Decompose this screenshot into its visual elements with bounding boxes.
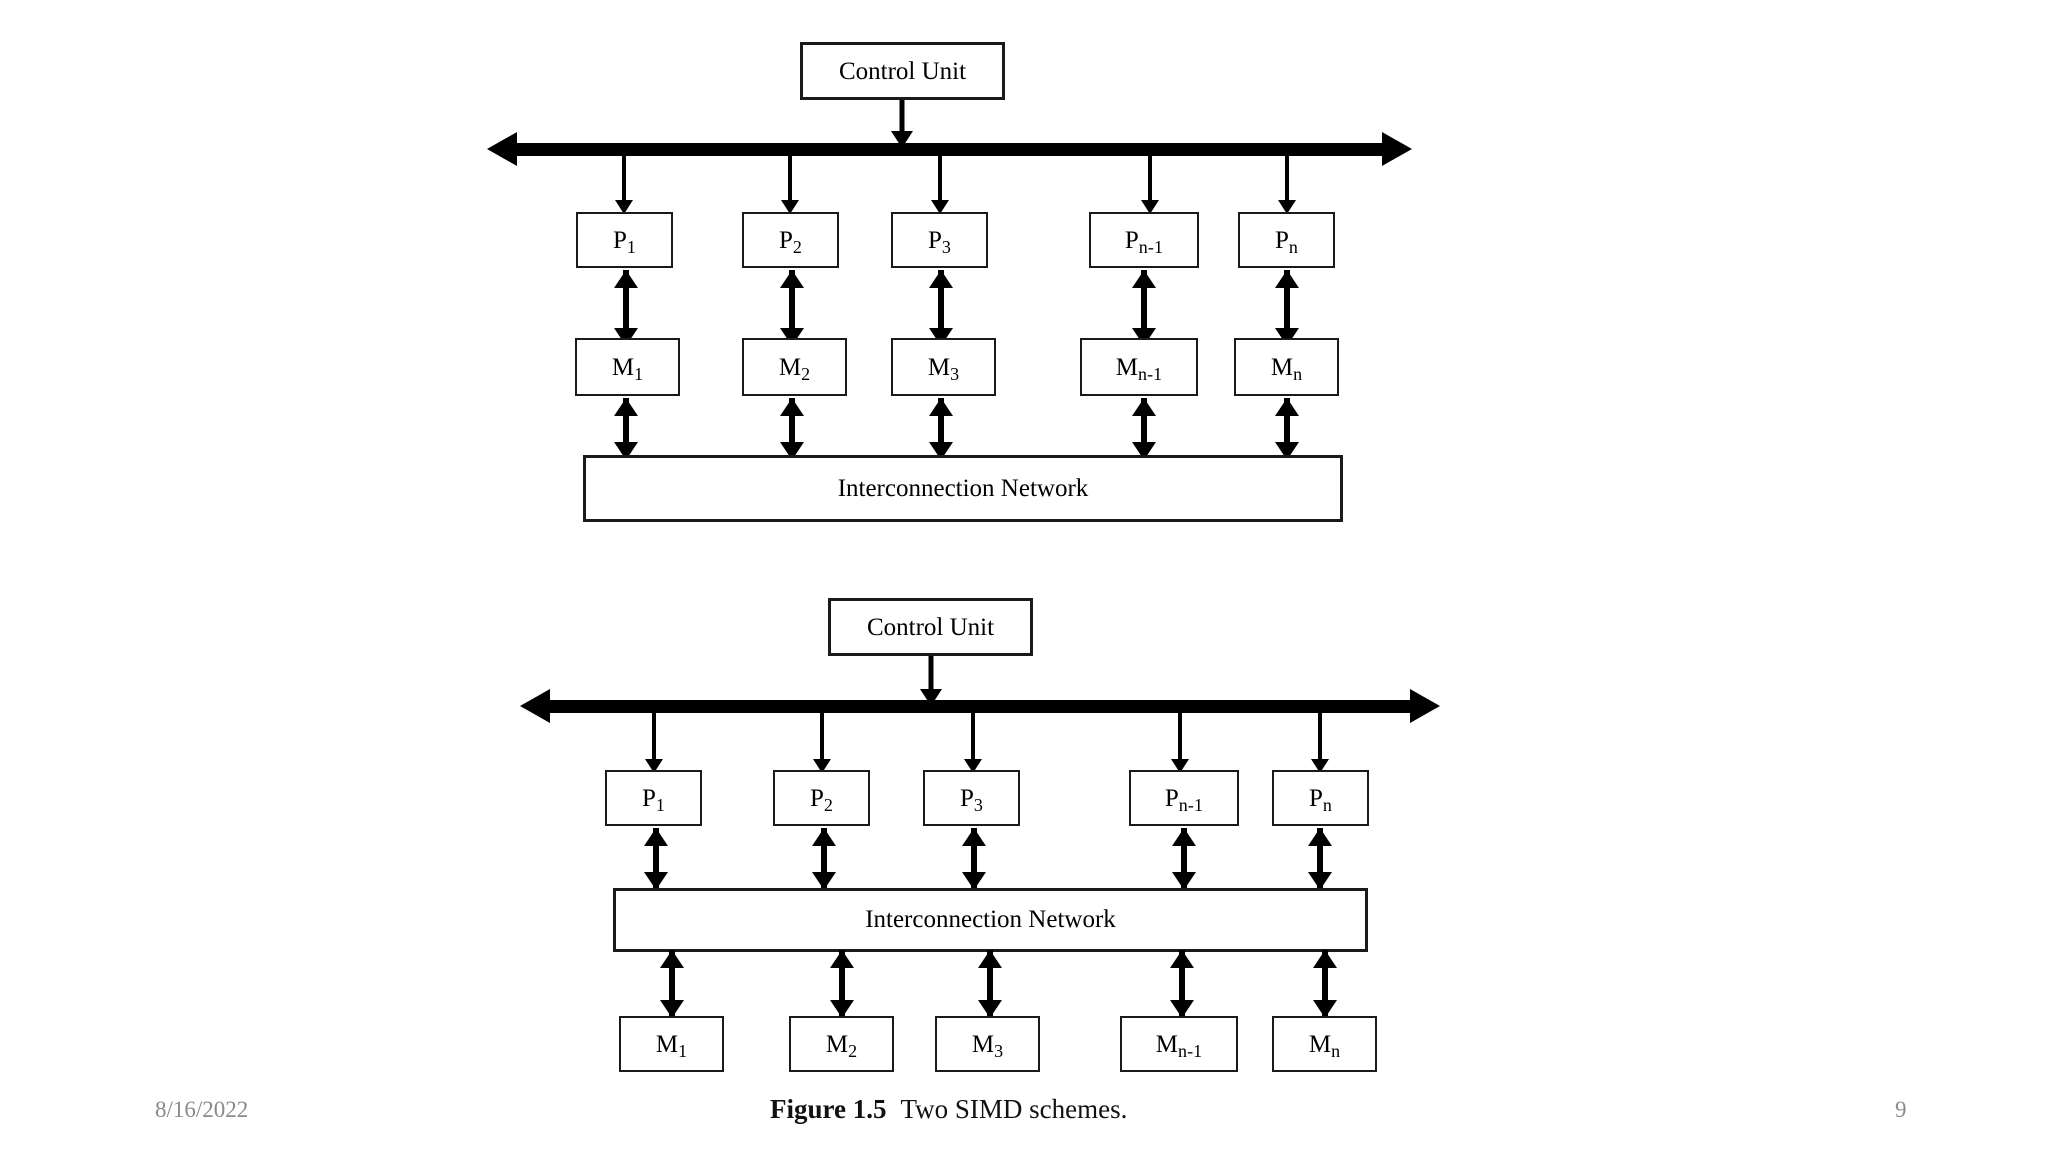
bus-to-processor-arrow-2-bottom [812, 713, 832, 773]
memory-box-1-bottom: M1 [619, 1016, 724, 1072]
processor-box-1-bottom: P1 [605, 770, 702, 826]
bus-to-processor-arrow-2-top [780, 156, 800, 214]
memory-label-3-bottom: M3 [971, 1030, 1004, 1061]
processor-label-5-bottom: Pn [1308, 784, 1332, 815]
processor-box-2-top: P2 [742, 212, 839, 268]
memory-label-1-top: M1 [611, 353, 644, 384]
processor-network-link-5-bottom [1308, 828, 1332, 890]
bus-to-processor-arrow-4-bottom [1170, 713, 1190, 773]
bus-arrowhead-left-icon-top [487, 132, 517, 166]
control-unit-label-bottom: Control Unit [866, 613, 995, 641]
processor-memory-link-5-top [1275, 270, 1299, 346]
bus-to-processor-arrow-4-top [1140, 156, 1160, 214]
processor-label-1-bottom: P1 [641, 784, 665, 815]
memory-network-link-5-top [1275, 398, 1299, 460]
processor-network-link-1-bottom [644, 828, 668, 890]
network-memory-link-5-bottom [1313, 950, 1337, 1018]
processor-label-4-bottom: Pn-1 [1164, 784, 1204, 815]
figure-caption: Figure 1.5 Two SIMD schemes. [770, 1094, 1127, 1125]
control-unit-to-bus-arrow-bottom [919, 656, 943, 706]
processor-box-4-top: Pn-1 [1089, 212, 1199, 268]
memory-label-2-top: M2 [778, 353, 811, 384]
memory-box-1-top: M1 [575, 338, 680, 396]
control-unit-to-bus-arrow-top [890, 100, 914, 148]
processor-memory-link-1-top [614, 270, 638, 346]
processor-memory-link-4-top [1132, 270, 1156, 346]
memory-label-3-top: M3 [927, 353, 960, 384]
control-unit-label-top: Control Unit [838, 57, 967, 85]
processor-box-2-bottom: P2 [773, 770, 870, 826]
bus-to-processor-arrow-5-bottom [1310, 713, 1330, 773]
memory-box-5-top: Mn [1234, 338, 1339, 396]
network-memory-link-2-bottom [830, 950, 854, 1018]
processor-memory-link-2-top [780, 270, 804, 346]
footer-date: 8/16/2022 [155, 1097, 249, 1122]
processor-box-3-bottom: P3 [923, 770, 1020, 826]
memory-label-4-top: Mn-1 [1115, 353, 1163, 384]
bus-to-processor-arrow-3-top [930, 156, 950, 214]
processor-box-5-bottom: Pn [1272, 770, 1369, 826]
memory-box-4-bottom: Mn-1 [1120, 1016, 1238, 1072]
processor-label-3-bottom: P3 [959, 784, 983, 815]
figure-caption-label: Figure 1.5 [770, 1094, 887, 1124]
network-memory-link-3-bottom [978, 950, 1002, 1018]
bus-shaft-bottom [546, 700, 1414, 713]
processor-network-link-3-bottom [962, 828, 986, 890]
processor-box-5-top: Pn [1238, 212, 1335, 268]
processor-network-link-2-bottom [812, 828, 836, 890]
interconnection-network-box-top: Interconnection Network [583, 455, 1343, 522]
memory-box-2-top: M2 [742, 338, 847, 396]
bus-to-processor-arrow-1-top [614, 156, 634, 214]
processor-label-5-top: Pn [1274, 226, 1298, 257]
processor-network-link-4-bottom [1172, 828, 1196, 890]
processor-box-1-top: P1 [576, 212, 673, 268]
figure-caption-text: Two SIMD schemes. [900, 1094, 1128, 1124]
processor-label-2-bottom: P2 [809, 784, 833, 815]
network-memory-link-4-bottom [1170, 950, 1194, 1018]
memory-network-link-1-top [614, 398, 638, 460]
bus-arrowhead-right-icon-bottom [1410, 689, 1440, 723]
memory-box-4-top: Mn-1 [1080, 338, 1198, 396]
bus-to-processor-arrow-5-top [1277, 156, 1297, 214]
processor-label-4-top: Pn-1 [1124, 226, 1164, 257]
memory-label-1-bottom: M1 [655, 1030, 688, 1061]
processor-box-4-bottom: Pn-1 [1129, 770, 1239, 826]
memory-network-link-2-top [780, 398, 804, 460]
processor-box-3-top: P3 [891, 212, 988, 268]
memory-label-4-bottom: Mn-1 [1155, 1030, 1203, 1061]
memory-label-5-bottom: Mn [1308, 1030, 1341, 1061]
memory-box-3-top: M3 [891, 338, 996, 396]
network-memory-link-1-bottom [660, 950, 684, 1018]
bus-to-processor-arrow-1-bottom [644, 713, 664, 773]
bus-arrowhead-left-icon-bottom [520, 689, 550, 723]
bus-to-processor-arrow-3-bottom [963, 713, 983, 773]
footer-page-number: 9 [1895, 1097, 1907, 1122]
memory-label-2-bottom: M2 [825, 1030, 858, 1061]
interconnection-network-label-top: Interconnection Network [837, 474, 1089, 502]
memory-network-link-3-top [929, 398, 953, 460]
control-unit-box-top: Control Unit [800, 42, 1005, 100]
bus-arrowhead-right-icon-top [1382, 132, 1412, 166]
memory-box-5-bottom: Mn [1272, 1016, 1377, 1072]
processor-memory-link-3-top [929, 270, 953, 346]
interconnection-network-label-bottom: Interconnection Network [865, 906, 1116, 933]
processor-label-3-top: P3 [927, 226, 951, 257]
memory-label-5-top: Mn [1270, 353, 1303, 384]
memory-box-3-bottom: M3 [935, 1016, 1040, 1072]
processor-label-1-top: P1 [612, 226, 636, 257]
interconnection-network-box-bottom: Interconnection Network [613, 888, 1368, 952]
bus-shaft-top [513, 143, 1386, 156]
memory-box-2-bottom: M2 [789, 1016, 894, 1072]
memory-network-link-4-top [1132, 398, 1156, 460]
control-unit-box-bottom: Control Unit [828, 598, 1033, 656]
processor-label-2-top: P2 [778, 226, 802, 257]
